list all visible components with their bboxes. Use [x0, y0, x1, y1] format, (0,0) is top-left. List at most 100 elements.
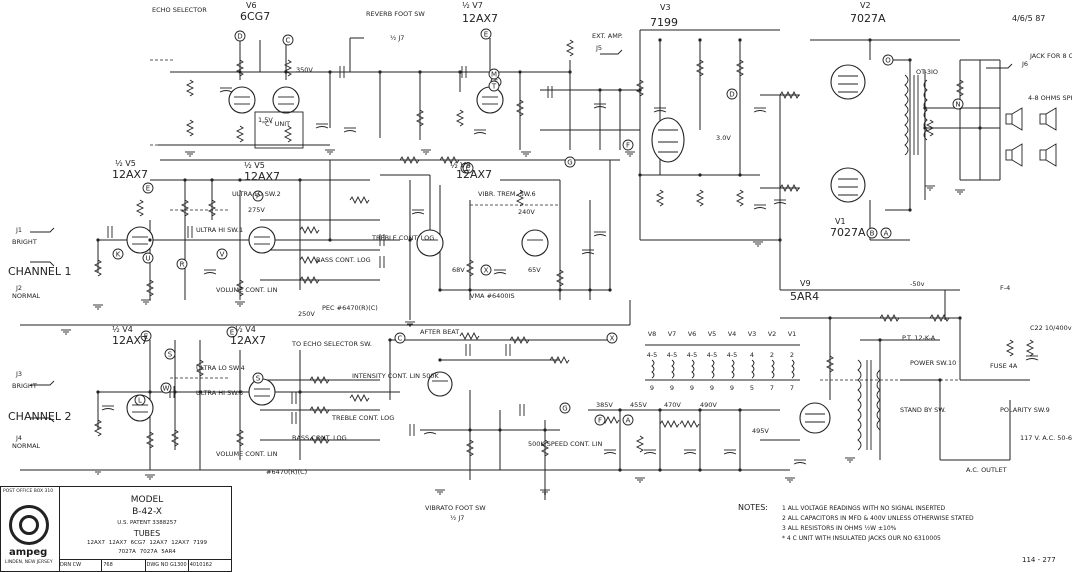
node-letter: X — [610, 335, 615, 343]
top-bus-wires — [158, 29, 1001, 320]
junction-dot — [498, 428, 502, 432]
input-jacks — [30, 49, 1013, 423]
node-marker — [488, 80, 500, 92]
capacitor-plate — [203, 272, 217, 275]
node-letter: O — [885, 57, 891, 65]
node-marker — [282, 34, 294, 46]
tube-type-v4a: 12AX7 — [112, 334, 148, 347]
tube-type-v9: 5AR4 — [790, 290, 819, 303]
tube-ref-v4a: ½ V4 — [112, 325, 133, 334]
node-marker — [160, 382, 172, 394]
tube-ref-v7: ½ V7 — [462, 1, 483, 10]
note-line: 3 ALL RESISTORS IN OHMS ½W ±10% — [782, 525, 897, 532]
heater-pin-bottom: 9 — [690, 384, 694, 392]
label-standby: STAND BY SW. — [900, 406, 946, 414]
node-letter: A — [626, 417, 631, 425]
label-pec1: PEC #6470(R)(C) — [322, 304, 378, 312]
junction-dot — [238, 178, 242, 182]
capacitor-plate — [343, 130, 357, 133]
junction-dot — [438, 288, 442, 292]
capacitor-plate — [683, 452, 697, 455]
tube-ref-v9: V9 — [800, 279, 811, 288]
junction-dot — [588, 288, 592, 292]
label-bass1: BASS CONT. LOG — [316, 256, 371, 264]
node-marker — [164, 348, 176, 360]
junction-dot — [468, 428, 472, 432]
dwg-number: DWG NO G1300 — [146, 560, 189, 572]
label-polarity: POLARITY SW.9 — [1000, 406, 1050, 414]
resistor — [1005, 339, 1015, 357]
switch-linkages — [150, 59, 960, 381]
junction-dot — [698, 408, 702, 412]
capacitor-plate — [753, 207, 767, 210]
label-j2: J2 — [15, 284, 22, 292]
node-marker — [142, 252, 154, 264]
resistor — [439, 155, 460, 165]
resistor — [283, 125, 293, 143]
junction-dot — [210, 178, 214, 182]
resistor — [399, 155, 420, 165]
voltage-reading: 470V — [664, 401, 681, 409]
node-marker — [559, 402, 571, 414]
tubes-list-2: 7027A 7027A 5AR4 — [118, 549, 176, 555]
capacitor-plate — [773, 202, 787, 205]
junction-dot — [618, 88, 622, 92]
junction-dot — [978, 126, 982, 130]
node-marker — [252, 190, 264, 202]
node-marker — [140, 330, 152, 342]
resistor — [455, 109, 465, 127]
label-volume1: VOLUME CONT. LIN — [216, 286, 278, 294]
tube-ref-v6: V6 — [246, 1, 257, 10]
node-letter: G — [562, 405, 567, 413]
label-c-unit: "C" UNIT — [262, 120, 290, 128]
node-marker — [952, 98, 964, 110]
heater-pin-top: 4-5 — [667, 351, 678, 359]
tube-type-v5a: 12AX7 — [112, 168, 148, 181]
resistor — [180, 199, 190, 217]
capacitor-plate — [411, 212, 425, 215]
node-letter: C — [286, 37, 291, 45]
label-reverb-foot: REVERB FOOT SW — [366, 10, 425, 18]
tube-v7 — [476, 86, 504, 114]
model-number: B-42-X — [132, 507, 162, 517]
node-marker — [176, 258, 188, 270]
resistor — [465, 439, 475, 457]
resistor — [465, 259, 475, 277]
label-pt: P.T. 12-K-A — [902, 334, 936, 342]
junction-dot — [388, 338, 392, 342]
drawn-by: DRN CW — [59, 560, 103, 572]
c-unit-box — [254, 111, 304, 149]
label-ultra-hi2: ULTRA HI SW.3 — [196, 389, 243, 397]
resistor — [135, 199, 145, 217]
junction-dot — [738, 173, 742, 177]
tube-ref-v2: V2 — [860, 1, 871, 10]
node-marker — [488, 68, 500, 80]
resistor — [93, 259, 103, 277]
label-echo-selector: ECHO SELECTOR — [152, 6, 207, 14]
tube-v4b — [248, 378, 276, 406]
junction-dot — [96, 238, 100, 242]
ampeg-location: LINDEN, NEW JERSEY — [5, 560, 53, 565]
heater-string — [645, 344, 800, 381]
resistor — [415, 109, 425, 127]
tube-ref-v3: V3 — [660, 3, 671, 12]
junction-dot — [698, 173, 702, 177]
resistor — [735, 59, 745, 77]
resistor — [879, 313, 900, 323]
resistor — [459, 331, 480, 341]
label-treble2: TREBLE CONT. LOG — [331, 414, 394, 422]
node-letter: T — [491, 83, 497, 91]
node-marker — [234, 30, 246, 42]
junction-dot — [958, 316, 962, 320]
voltage-reading: 68V — [452, 266, 465, 274]
node-marker — [142, 182, 154, 194]
note-line: * 4 C UNIT WITH INSULATED JACKS OUR NO 6… — [782, 535, 941, 542]
capacitor-plate — [423, 432, 437, 435]
junction-dot — [458, 70, 462, 74]
label-after-beat: AFTER BEAT — [420, 328, 459, 336]
resistor — [283, 59, 293, 77]
voltage-reading: 455V — [630, 401, 647, 409]
label-vibrato-foot: VIBRATO FOOT SW — [425, 504, 486, 512]
junction-dot — [738, 408, 742, 412]
